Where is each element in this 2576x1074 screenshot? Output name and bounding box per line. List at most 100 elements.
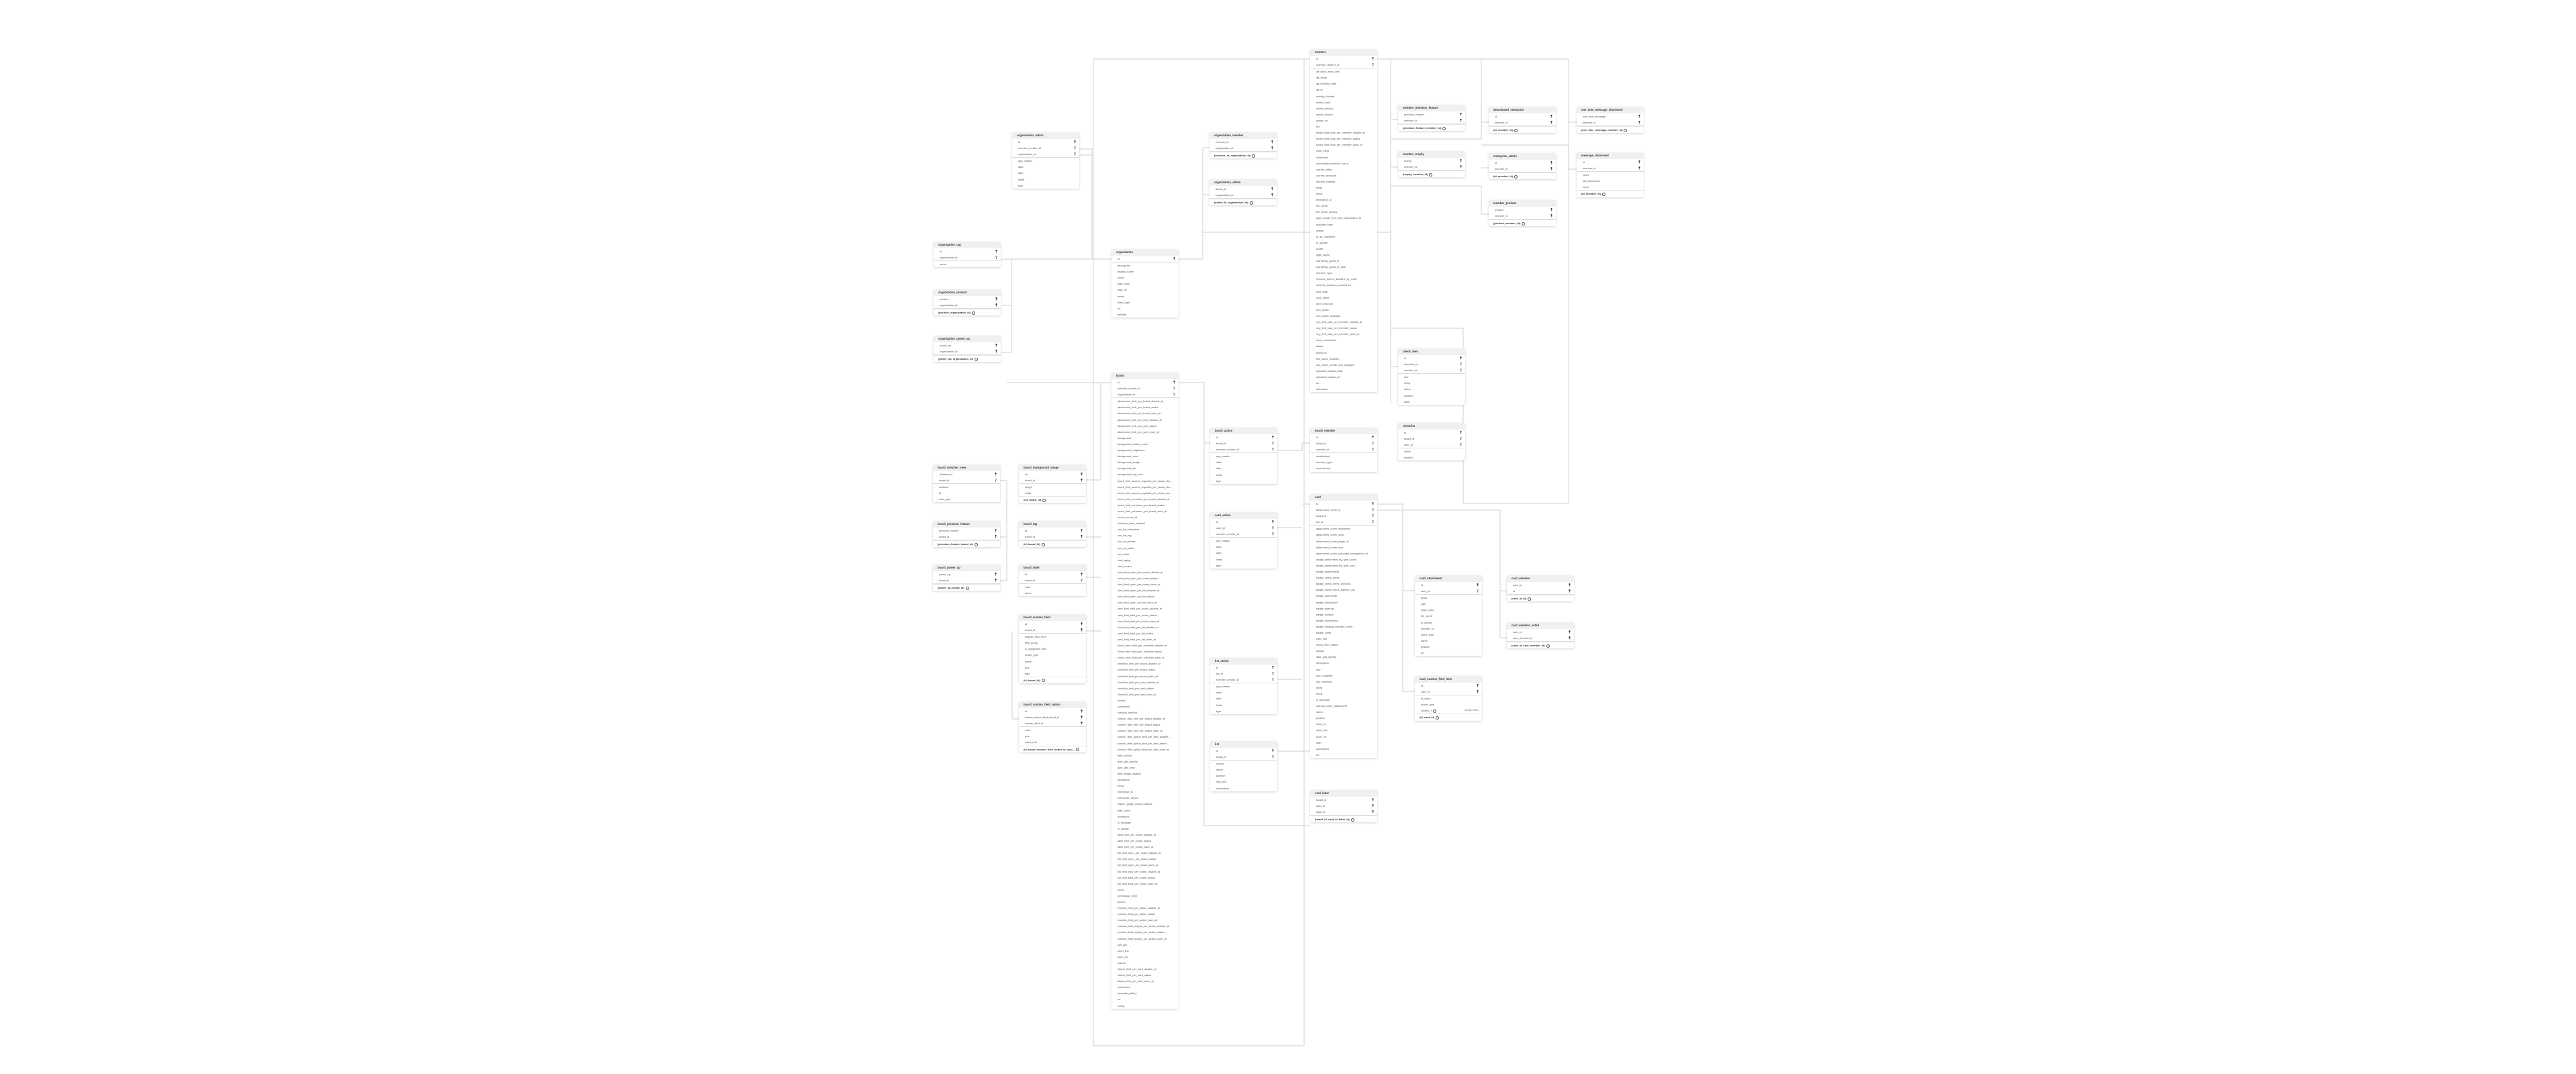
table-column[interactable]: badge_check_items_checked xyxy=(1310,581,1377,587)
table-column[interactable]: aa_id xyxy=(1310,87,1377,93)
table-column[interactable]: org_limit_total_per_member_status xyxy=(1310,325,1377,331)
table-column[interactable]: logo_hash xyxy=(1111,281,1179,287)
table-column[interactable]: due_complete xyxy=(1310,673,1377,679)
table-column[interactable]: board_id xyxy=(1019,477,1086,485)
table-column[interactable]: id xyxy=(1111,256,1179,263)
table-column[interactable]: checklist_limit_per_card_disable_at xyxy=(1111,679,1179,685)
table-column[interactable]: timezone xyxy=(1310,350,1377,356)
table-column[interactable]: card_limit_total_per_list_warn_at xyxy=(1111,636,1179,642)
table-column[interactable]: app_creator xyxy=(1012,158,1079,164)
table-column[interactable]: avatar_privacy xyxy=(1310,105,1377,111)
table-column[interactable]: custom_field_id xyxy=(1019,720,1086,728)
table-column[interactable]: edge_color xyxy=(1415,607,1482,613)
table-column[interactable]: badge_subscribed xyxy=(1310,618,1377,624)
table-column[interactable]: attachment_limit_per_board_status xyxy=(1111,404,1179,410)
table-column[interactable]: card_limit_open_per_board_disable_at xyxy=(1111,569,1179,575)
table-column[interactable]: member_id xyxy=(1209,139,1277,146)
table-column[interactable]: gold_sunset_free_trial_organization_id xyxy=(1310,215,1377,221)
table-column[interactable]: custom_field_option_limit_per_field_disa… xyxy=(1111,734,1179,740)
table-column[interactable]: short_id xyxy=(1310,721,1377,727)
table-column[interactable]: board_custom_field_board_id xyxy=(1019,714,1086,721)
table-column[interactable]: card_limit_total_per_list_status xyxy=(1111,630,1179,636)
table-column[interactable]: member_type xyxy=(1310,459,1377,465)
table-column[interactable]: member_id xyxy=(1398,117,1465,125)
table-column[interactable]: board_id xyxy=(1310,513,1377,519)
table-column[interactable]: name xyxy=(1415,638,1482,644)
table-column[interactable]: list_limit_open_per_board_warn_at xyxy=(1111,862,1179,868)
table-column[interactable]: board_limit_members_per_board_warn_at xyxy=(1111,508,1179,514)
table-column[interactable]: mime_type xyxy=(1415,632,1482,638)
table-column[interactable]: checklist_limit_per_card_status xyxy=(1111,685,1179,691)
table-column[interactable]: background_bottom_color xyxy=(1111,441,1179,447)
table-column[interactable]: card_limit_total_per_board_status xyxy=(1111,612,1179,618)
table-column[interactable]: email xyxy=(1310,685,1377,691)
table-column[interactable]: board_limit_members_per_board_status xyxy=(1111,502,1179,508)
table-column[interactable]: background_image xyxy=(1111,459,1179,465)
table-column[interactable]: display_card_front xyxy=(1019,634,1086,640)
table-column[interactable]: card_limit_open_per_list_disable_at xyxy=(1111,587,1179,593)
table-column[interactable]: card_member_id xyxy=(1507,635,1574,642)
table-column[interactable]: position xyxy=(1415,644,1482,650)
table-column[interactable]: list_limit_total_per_board_disable_at xyxy=(1111,869,1179,875)
table-column[interactable]: card_limit_total_per_board_warn_at xyxy=(1111,618,1179,624)
table-column[interactable]: url xyxy=(1111,305,1179,311)
table-column[interactable]: one_time_message xyxy=(1577,113,1644,120)
table-column[interactable]: card_id xyxy=(1415,689,1482,696)
table-column[interactable]: next_timezone xyxy=(1310,301,1377,307)
table-column[interactable]: card_limit_open_per_board_status xyxy=(1111,575,1179,581)
table-column[interactable]: id xyxy=(933,490,1000,496)
table-column[interactable]: product xyxy=(934,296,1001,303)
table-column[interactable]: card_id xyxy=(1415,588,1482,595)
table-column[interactable]: board_id xyxy=(1210,754,1277,761)
table-column[interactable]: color xyxy=(1019,584,1086,590)
table-column[interactable]: member_id xyxy=(1398,164,1465,171)
table-column[interactable]: short_link xyxy=(1310,727,1377,733)
table-column[interactable]: card_id xyxy=(1398,442,1465,449)
table-column[interactable]: attachment_limit_per_card_status xyxy=(1111,423,1179,429)
table-column[interactable]: due xyxy=(1310,667,1377,673)
table-column[interactable]: limits xyxy=(1210,556,1277,563)
table-column[interactable]: reaction_limit_unique_per_action_disable… xyxy=(1111,923,1179,929)
table-column[interactable]: type xyxy=(1012,183,1079,189)
table-column[interactable]: short_url xyxy=(1310,734,1377,740)
table-column[interactable]: marketing_opted_in_date xyxy=(1310,264,1377,270)
table-column[interactable]: member_type xyxy=(1310,270,1377,276)
table-column[interactable]: member_id xyxy=(1398,367,1465,375)
table-column[interactable]: bytes xyxy=(1415,595,1482,601)
table-column[interactable]: member_creator_id xyxy=(1210,446,1277,454)
table-column[interactable]: subscribed xyxy=(1210,785,1277,791)
table-column[interactable]: uploaded_avatar_hash xyxy=(1310,368,1377,374)
table-column[interactable]: display_name xyxy=(1111,268,1179,275)
table-column[interactable]: soft_limit xyxy=(1210,779,1277,785)
table-column[interactable]: current_timezone xyxy=(1310,173,1377,179)
table-column[interactable]: self_join xyxy=(1111,942,1179,948)
table-column[interactable]: badge_location xyxy=(1310,612,1377,618)
table-column[interactable]: avatar_hash xyxy=(1310,99,1377,105)
table-column[interactable]: board_limit_access_requests_per_board_st… xyxy=(1111,484,1179,490)
table-column[interactable]: custom_*Multiple fields xyxy=(1415,707,1482,714)
table-column[interactable]: short_link xyxy=(1111,948,1179,954)
table-column[interactable]: id xyxy=(1111,379,1179,386)
table-column[interactable]: invitations xyxy=(1111,814,1179,820)
table-column[interactable]: name xyxy=(1310,709,1377,715)
table-column[interactable]: attachment_cover_uploaded_background_id xyxy=(1310,550,1377,556)
table-column[interactable]: url xyxy=(1019,471,1086,478)
table-column[interactable]: member_id xyxy=(1577,165,1644,173)
table-column[interactable]: data xyxy=(1210,689,1277,695)
table-column[interactable]: badge_votes xyxy=(1310,630,1377,636)
table-column[interactable]: member_creator_id xyxy=(1210,531,1277,538)
table-column[interactable]: custom_field_limit_per_board_status xyxy=(1111,722,1179,728)
table-column[interactable]: background_color xyxy=(1111,453,1179,459)
table-column[interactable]: file_name xyxy=(1415,613,1482,619)
table-column[interactable]: type xyxy=(1019,671,1086,677)
table-column[interactable]: id xyxy=(1019,708,1086,715)
table-column[interactable]: id xyxy=(1507,588,1574,595)
table-column[interactable]: can_be_public xyxy=(1111,545,1179,551)
table-column[interactable]: can_be_org xyxy=(1111,532,1179,538)
table-column[interactable]: card_limit_open_per_board_warn_at xyxy=(1111,581,1179,587)
